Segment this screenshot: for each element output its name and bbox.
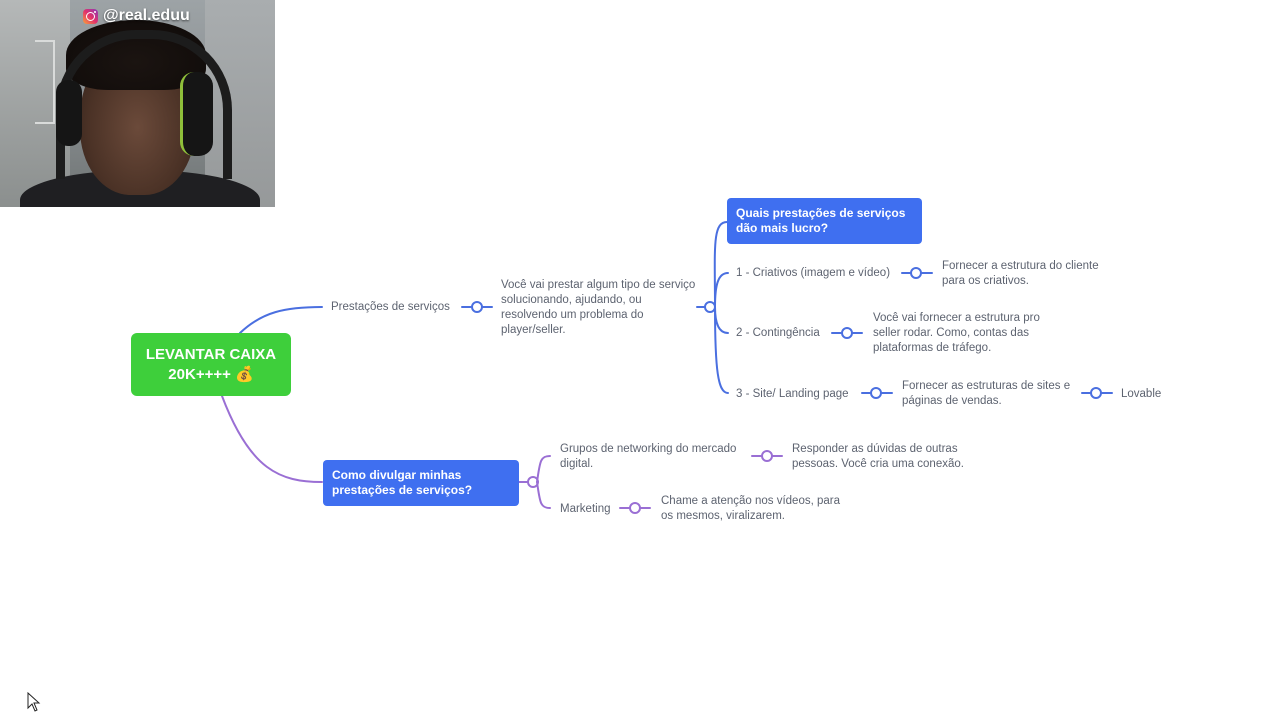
- service-item-1[interactable]: 1 - Criativos (imagem e vídeo): [736, 267, 891, 279]
- webcam-overlay: @real.eduu: [0, 0, 275, 207]
- headset-cup-right: [180, 72, 213, 156]
- door-frame: [35, 40, 55, 124]
- connector-hub-question: [713, 221, 728, 308]
- question-node-promote[interactable]: Como divulgar minhas prestações de servi…: [323, 460, 519, 506]
- service-item-3-extra[interactable]: Lovable: [1121, 388, 1162, 400]
- root-node[interactable]: LEVANTAR CAIXA 20K++++ 💰: [131, 333, 291, 396]
- promote-item-1[interactable]: Grupos de networking do mercado digital.: [560, 443, 737, 470]
- connector-dot: [910, 267, 922, 279]
- root-node-subtitle: 20K++++ 💰: [168, 365, 254, 383]
- headset-cup-left: [56, 80, 82, 146]
- connector-dot: [704, 301, 716, 313]
- instagram-icon: [83, 8, 98, 24]
- mouse-cursor-icon: [27, 692, 41, 712]
- service-item-1-detail[interactable]: Fornecer a estrutura do cliente para os …: [942, 260, 1099, 287]
- connector-hub-item3: [714, 306, 729, 394]
- instagram-handle: @real.eduu: [103, 7, 190, 24]
- instagram-tag: @real.eduu: [83, 6, 190, 26]
- question-node-services[interactable]: Quais prestações de serviços dão mais lu…: [727, 198, 922, 244]
- promote-item-2[interactable]: Marketing: [560, 503, 611, 515]
- service-item-3[interactable]: 3 - Site/ Landing page: [736, 388, 849, 400]
- connector-hub-item1: [714, 272, 729, 308]
- root-node-title: LEVANTAR CAIXA: [145, 345, 277, 363]
- promote-item-1-detail[interactable]: Responder as dúvidas de outras pessoas. …: [792, 443, 964, 470]
- connector-dot: [841, 327, 853, 339]
- connector-promote-item1: [536, 455, 551, 483]
- connector-hub-item2: [714, 306, 729, 334]
- topic-services[interactable]: Prestações de serviços: [331, 301, 450, 313]
- connector-dot: [761, 450, 773, 462]
- service-item-3-detail[interactable]: Fornecer as estruturas de sites e página…: [902, 380, 1071, 407]
- service-item-2[interactable]: 2 - Contingência: [736, 327, 820, 339]
- service-item-2-detail[interactable]: Você vai fornecer a estrutura pro seller…: [873, 312, 1040, 354]
- connector-dot: [870, 387, 882, 399]
- connector-root-services: [239, 306, 323, 334]
- connector-dot: [1090, 387, 1102, 399]
- topic-services-description[interactable]: Você vai prestar algum tipo de serviço s…: [501, 279, 696, 336]
- connector-root-promote: [221, 395, 323, 483]
- promote-item-2-detail[interactable]: Chame a atenção nos vídeos, para os mesm…: [661, 495, 841, 522]
- connector-dot: [471, 301, 483, 313]
- connector-dot: [629, 502, 641, 514]
- connector-promote-item2: [536, 481, 551, 509]
